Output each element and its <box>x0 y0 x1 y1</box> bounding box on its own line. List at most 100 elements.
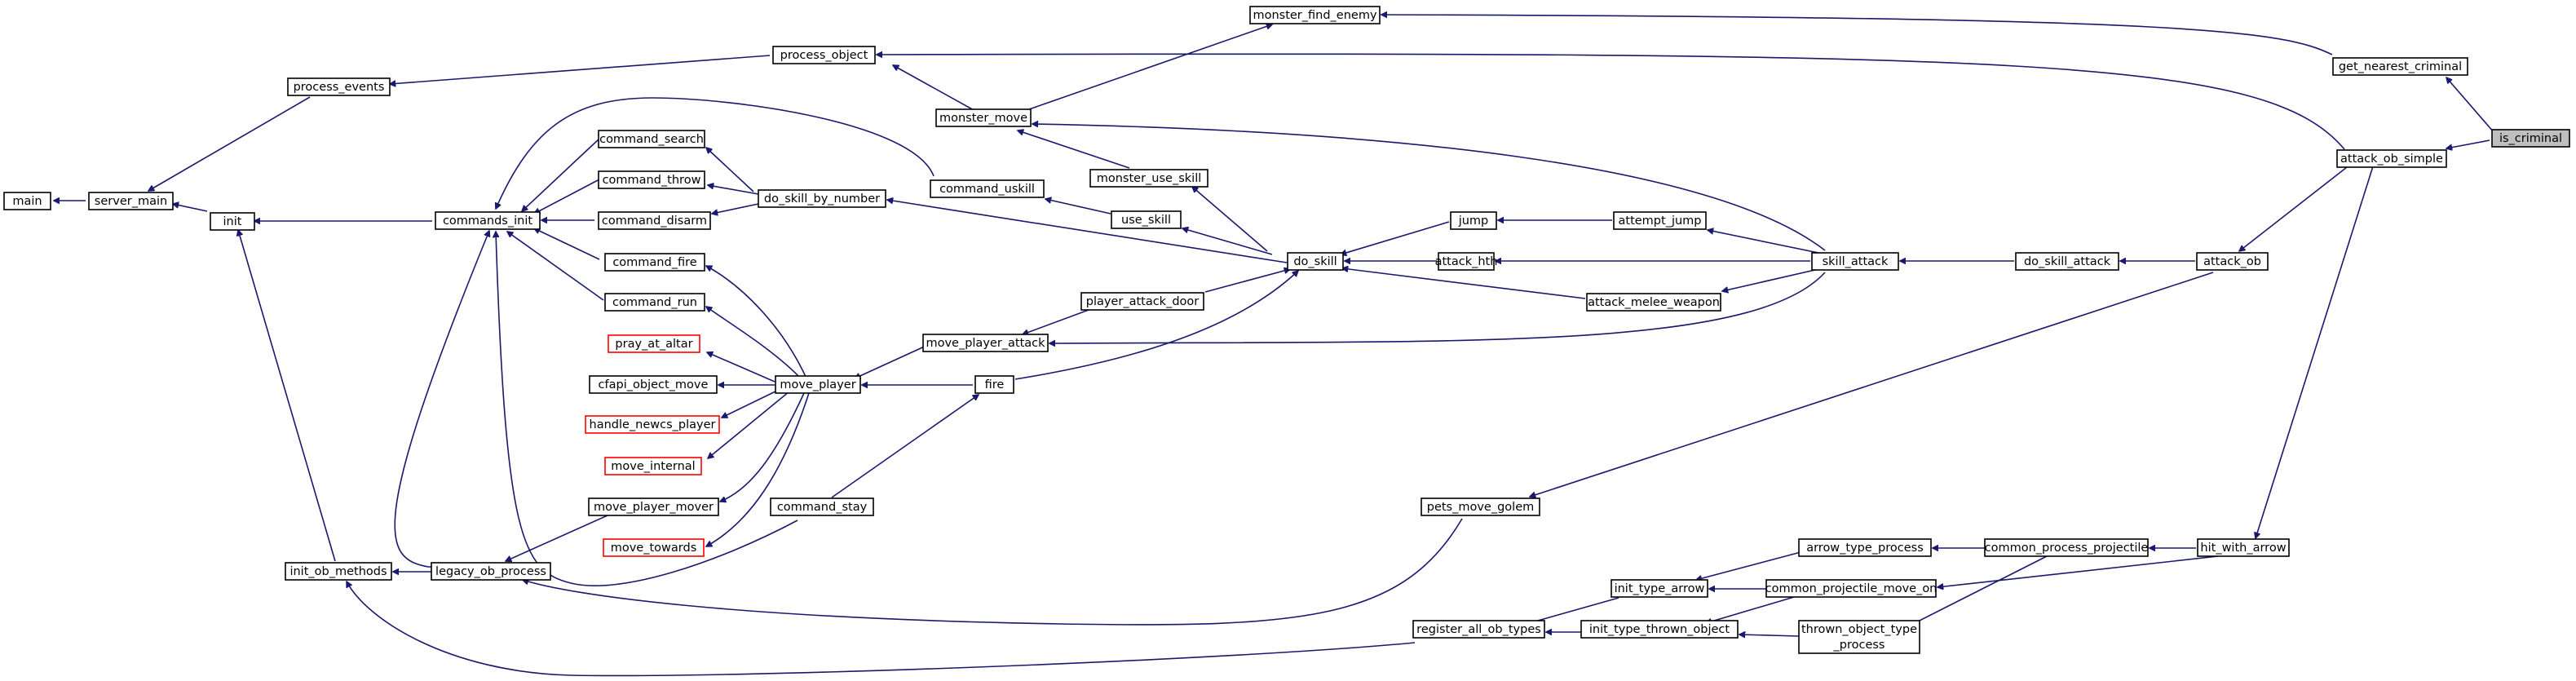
svg-text:command_run: command_run <box>612 296 697 309</box>
node-init_type_arrow[interactable]: init_type_arrow <box>1611 579 1708 598</box>
edge-skill_attack-move_player_attack <box>1049 272 1826 343</box>
node-pray_at_altar[interactable]: pray_at_altar <box>608 334 700 353</box>
edge-command_stay-fire <box>831 395 979 498</box>
node-move_player[interactable]: move_player <box>775 375 861 394</box>
edge-move_player-move_internal <box>708 391 790 458</box>
node-move_player_attack[interactable]: move_player_attack <box>922 334 1049 352</box>
edge-do_skill-use_skill <box>1182 228 1273 255</box>
svg-text:attack_ob_simple: attack_ob_simple <box>2340 153 2443 166</box>
edge-process_object-process_events <box>390 55 771 84</box>
node-command_disarm[interactable]: command_disarm <box>598 211 711 230</box>
edge-command_fire-commands_init <box>534 228 600 260</box>
edge-is_criminal-attack_ob_simple <box>2446 139 2490 148</box>
node-skill_attack[interactable]: skill_attack <box>1811 252 1899 271</box>
node-server_main[interactable]: server_main <box>88 192 174 210</box>
node-init_type_thrown_object[interactable]: init_type_thrown_object <box>1580 620 1739 639</box>
svg-text:server_main: server_main <box>95 195 167 208</box>
svg-text:move_player_mover: move_player_mover <box>594 501 714 514</box>
node-do_skill_attack[interactable]: do_skill_attack <box>2015 252 2119 271</box>
node-monster_use_skill[interactable]: monster_use_skill <box>1089 169 1208 188</box>
edge-attack_ob_simple-process_object <box>877 54 2345 150</box>
edge-is_criminal-get_nearest_criminal <box>2446 77 2494 133</box>
node-init_ob_methods[interactable]: init_ob_methods <box>285 562 392 581</box>
node-attack_melee_weapon[interactable]: attack_melee_weapon <box>1586 293 1721 312</box>
node-main[interactable]: main <box>3 192 51 210</box>
svg-text:init: init <box>223 215 242 228</box>
node-cfapi_object_move[interactable]: cfapi_object_move <box>589 375 718 394</box>
node-use_skill[interactable]: use_skill <box>1111 210 1182 229</box>
node-jump[interactable]: jump <box>1450 211 1497 230</box>
node-common_process_projectile[interactable]: common_process_projectile <box>1984 538 2149 557</box>
svg-text:is_criminal: is_criminal <box>2499 132 2562 145</box>
node-do_skill[interactable]: do_skill <box>1287 252 1344 271</box>
svg-text:move_towards: move_towards <box>611 542 697 555</box>
node-command_throw[interactable]: command_throw <box>598 170 705 189</box>
node-command_uskill[interactable]: command_uskill <box>930 179 1045 198</box>
svg-text:do_skill_attack: do_skill_attack <box>2024 255 2111 268</box>
edge-common_process_projectile-thrown_object_type_process <box>1908 555 2048 626</box>
node-command_search[interactable]: command_search <box>598 130 705 148</box>
svg-text:command_throw: command_throw <box>603 174 701 187</box>
node-monster_find_enemy[interactable]: monster_find_enemy <box>1249 6 1381 24</box>
svg-text:attack_hth: attack_hth <box>1435 255 1498 268</box>
edge-command_stay-commands_init <box>496 232 798 586</box>
node-handle_newcs_player[interactable]: handle_newcs_player <box>585 415 720 434</box>
node-attack_ob[interactable]: attack_ob <box>2196 252 2269 271</box>
node-command_stay[interactable]: command_stay <box>770 497 874 516</box>
node-player_attack_door[interactable]: player_attack_door <box>1080 292 1204 311</box>
node-fire[interactable]: fire <box>974 375 1014 394</box>
node-move_internal[interactable]: move_internal <box>604 457 702 475</box>
edge-command_search-commands_init <box>522 138 600 211</box>
node-move_towards[interactable]: move_towards <box>603 538 705 557</box>
edge-attack_ob-pets_move_golem <box>1530 272 2214 497</box>
edge-common_projectile_move_on-init_type_thrown_object <box>1706 596 1795 623</box>
edge-fire-do_skill <box>1014 271 1298 380</box>
node-do_skill_by_number[interactable]: do_skill_by_number <box>758 189 886 208</box>
node-get_nearest_criminal[interactable]: get_nearest_criminal <box>2332 57 2468 76</box>
svg-text:attack_melee_weapon: attack_melee_weapon <box>1588 296 1720 309</box>
node-thrown_object_type_process[interactable]: thrown_object_type_process <box>1798 620 1920 654</box>
node-attack_ob_simple[interactable]: attack_ob_simple <box>2336 149 2447 168</box>
node-attack_hth[interactable]: attack_hth <box>1435 252 1498 271</box>
edge-get_nearest_criminal-monster_find_enemy <box>1381 15 2333 55</box>
node-attempt_jump[interactable]: attempt_jump <box>1613 211 1707 230</box>
node-hit_with_arrow[interactable]: hit_with_arrow <box>2197 538 2290 557</box>
edge-move_player-command_fire <box>706 266 808 381</box>
svg-text:player_attack_door: player_attack_door <box>1086 295 1200 308</box>
edge-jump-do_skill <box>1341 221 1450 254</box>
svg-text:do_skill: do_skill <box>1293 255 1337 268</box>
edge-legacy_ob_process-commands_init <box>394 231 489 568</box>
edge-do_skill_by_number-command_disarm <box>712 203 759 214</box>
svg-text:jump: jump <box>1458 214 1489 228</box>
node-command_fire[interactable]: command_fire <box>604 253 705 272</box>
node-init[interactable]: init <box>210 212 255 231</box>
edge-command_run-commands_init <box>507 232 604 301</box>
node-arrow_type_process[interactable]: arrow_type_process <box>1798 538 1932 557</box>
node-register_all_ob_types[interactable]: register_all_ob_types <box>1412 620 1545 639</box>
node-move_player_mover[interactable]: move_player_mover <box>588 497 719 516</box>
edge-command_uskill-commands_init <box>496 97 935 209</box>
node-process_events[interactable]: process_events <box>287 77 391 96</box>
node-process_object[interactable]: process_object <box>772 46 876 64</box>
svg-text:legacy_ob_process: legacy_ob_process <box>435 565 546 578</box>
edge-hit_with_arrow-common_projectile_move_on <box>1938 555 2219 587</box>
edge-player_attack_door-do_skill <box>1204 269 1290 293</box>
edge-monster_move-process_object <box>893 65 976 112</box>
svg-text:move_player_attack: move_player_attack <box>926 337 1045 350</box>
svg-text:hit_with_arrow: hit_with_arrow <box>2200 542 2286 555</box>
svg-text:command_search: command_search <box>599 133 704 146</box>
svg-text:attack_ob: attack_ob <box>2203 255 2261 268</box>
svg-text:init_type_arrow: init_type_arrow <box>1615 582 1705 595</box>
node-common_projectile_move_on[interactable]: common_projectile_move_on <box>1765 579 1938 598</box>
edge-process_events-server_main <box>148 96 311 191</box>
node-legacy_ob_process[interactable]: legacy_ob_process <box>431 562 551 581</box>
node-commands_init[interactable]: commands_init <box>435 211 541 230</box>
edge-do_skill-monster_use_skill <box>1192 187 1268 252</box>
node-is_criminal[interactable]: is_criminal <box>2491 129 2570 148</box>
svg-text:process_object: process_object <box>780 49 868 62</box>
node-pets_move_golem[interactable]: pets_move_golem <box>1421 497 1540 516</box>
node-monster_move[interactable]: monster_move <box>935 108 1032 127</box>
edge-attack_ob_simple-attack_ob <box>2239 166 2348 251</box>
node-command_run[interactable]: command_run <box>604 293 705 312</box>
svg-text:init_ob_methods: init_ob_methods <box>289 565 387 578</box>
